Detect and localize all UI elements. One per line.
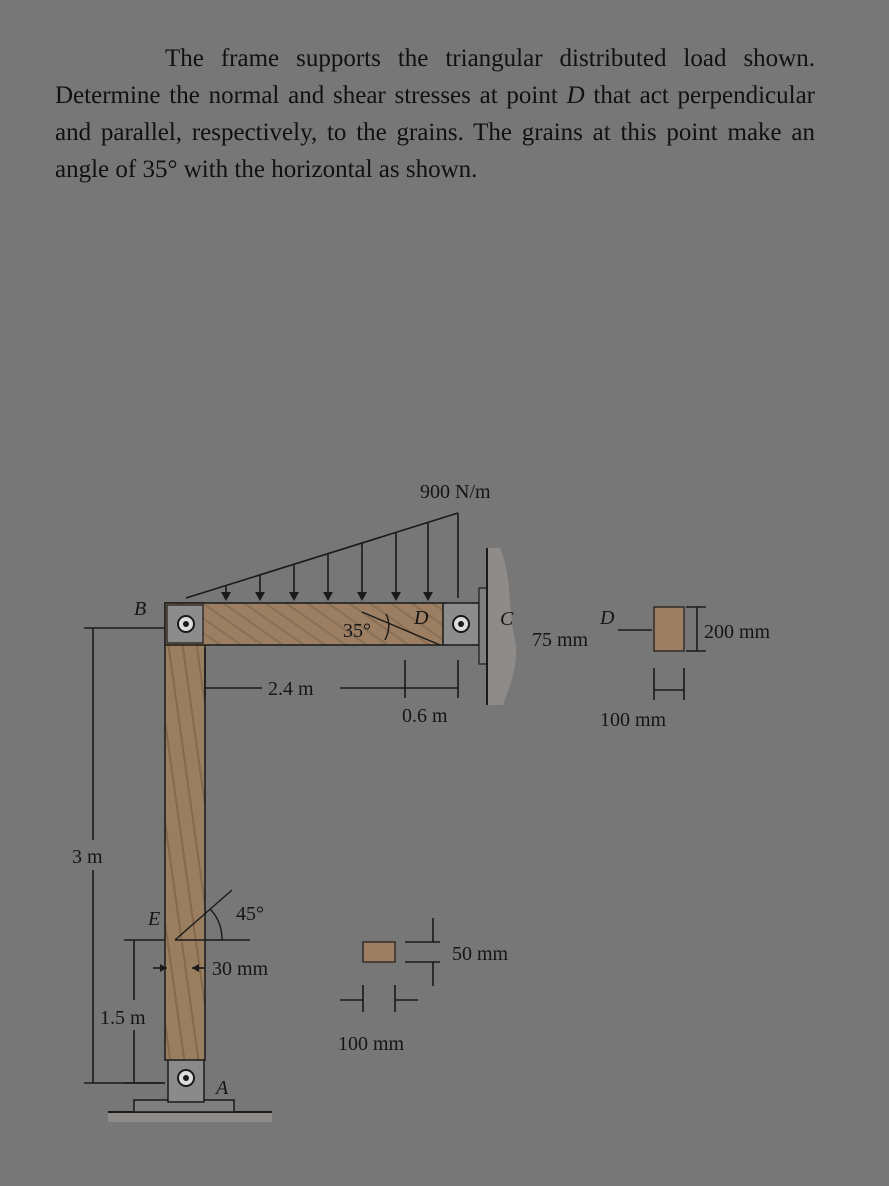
load-arrow [255,575,265,601]
dim-75-label: 75 mm [532,629,589,651]
problem-text-part2: that act perpendicular and parallel, res… [55,82,815,183]
grain-line-e [174,889,233,941]
dim-100a-label: 100 mm [600,709,667,731]
point-d-label: D [413,607,429,629]
wall-hatch [487,548,517,705]
problem-point-d: D [566,82,585,109]
problem-text-part1: The frame supports the triangular distri… [55,45,815,109]
load-arrow [423,523,433,601]
load-arrows [221,523,433,601]
load-arrow [357,543,367,601]
dim-24-label: 2.4 m [268,678,314,700]
problem-statement: The frame supports the triangular distri… [55,40,815,188]
dim-06-label: 0.6 m [402,705,448,727]
pin-b-center [183,621,189,627]
problem-text: The frame supports the triangular distri… [55,40,815,188]
dim-30-label: 30 mm [212,958,269,980]
load-arrow [323,554,333,601]
pin-c-center [458,621,464,627]
angle-arc-d [384,613,390,641]
beam-cross-section [653,606,685,652]
point-b-label: B [134,598,146,620]
dim-100b-label: 100 mm [338,1033,405,1055]
dim-3-label: 3 m [72,846,103,868]
column-cross-section [362,941,396,963]
grain-line-d [361,611,441,646]
load-arrow [289,565,299,601]
point-c-label: C [500,608,514,630]
ground-hatch [108,1112,272,1122]
load-top-line [185,512,459,599]
point-d-section-label: D [599,607,615,629]
pin-a-center [183,1075,189,1081]
point-a-label: A [214,1077,229,1099]
angle-e-label: 45° [236,903,264,925]
load-label: 900 N/m [420,481,491,503]
dim-200-label: 200 mm [704,621,771,643]
beam-member [164,602,448,646]
column-member [164,602,206,1061]
dim-50-label: 50 mm [452,943,509,965]
point-e-label: E [147,908,160,930]
load-arrow [221,586,231,601]
dim-15-label: 1.5 m [100,1007,146,1029]
angle-arc-e [209,908,223,941]
load-arrow [391,533,401,601]
angle-d-label: 35° [343,620,371,642]
wall-plate [478,587,488,665]
